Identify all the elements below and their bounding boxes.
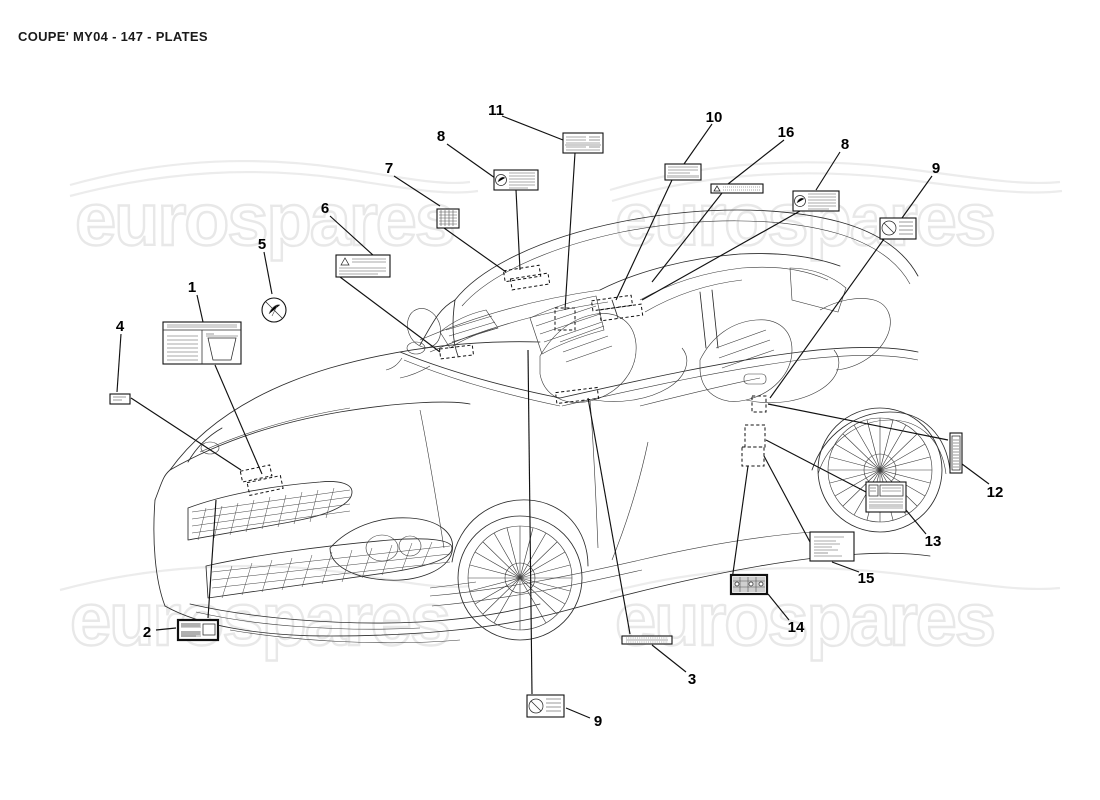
callout-number-14[interactable]: 14 (788, 619, 805, 636)
plate-3-strip (621, 635, 673, 645)
watermark-text-2: eurospares (614, 177, 997, 262)
callout-number-11[interactable]: 11 (488, 102, 504, 119)
plate-7-dense-lines (436, 208, 460, 229)
plate-12-vertical-strip (949, 432, 963, 474)
plate-9-no-symbol-right (879, 217, 917, 240)
plate-13-fuse-chart (865, 481, 907, 513)
callout-number-15[interactable]: 15 (858, 570, 875, 587)
callout-numbers: 1 2 3 4 5 6 7 8 8 9 9 10 11 12 13 14 15 … (116, 102, 1004, 730)
svg-text:eurospares: eurospares (615, 578, 994, 661)
plate-9-no-symbol-low (526, 694, 565, 718)
plate-graphics (109, 132, 963, 718)
plate-5-no-symbol (261, 297, 287, 323)
plate-15-text-block (809, 531, 855, 562)
callout-number-12[interactable]: 12 (987, 484, 1004, 501)
callout-number-10[interactable]: 10 (706, 109, 723, 126)
plate-6-warning-wide (335, 254, 391, 278)
plate-16-long-warning (710, 183, 764, 194)
grille-mesh-lower (211, 541, 451, 599)
watermark-text-3: eurospares (69, 577, 452, 662)
watermark-group: eurospares eurospares eurospares eurospa… (59, 159, 1063, 662)
placement-markers (239, 264, 767, 496)
svg-text:eurospares: eurospares (615, 178, 994, 261)
svg-text:eurospares: eurospares (75, 178, 454, 261)
plate-11-service-data (562, 132, 604, 154)
callout-number-8-left[interactable]: 8 (437, 128, 445, 145)
plate-8-airbag-left (493, 169, 539, 191)
callout-number-7[interactable]: 7 (385, 160, 393, 177)
callout-number-16[interactable]: 16 (778, 124, 795, 141)
car-interior (406, 289, 891, 407)
callout-number-1[interactable]: 1 (188, 279, 196, 296)
plate-2-vin-data (176, 618, 220, 642)
callout-number-8-right[interactable]: 8 (841, 136, 849, 153)
plate-14-fuse-box (729, 573, 769, 596)
callout-number-2[interactable]: 2 (143, 624, 151, 641)
callout-number-9-right[interactable]: 9 (932, 160, 940, 177)
callout-number-9-low[interactable]: 9 (594, 713, 602, 730)
grille-mesh-upper (191, 487, 351, 541)
watermark-text-4: eurospares (614, 577, 997, 662)
plate-1-homologation (162, 321, 242, 365)
callout-number-5[interactable]: 5 (258, 236, 266, 253)
callout-number-4[interactable]: 4 (116, 318, 125, 335)
page-title: COUPE' MY04 - 147 - PLATES (18, 29, 208, 44)
plate-8-airbag-right (792, 190, 840, 212)
front-wheel-spokes (468, 526, 572, 630)
watermark-text-1: eurospares (74, 177, 457, 262)
plate-4-small-tag (109, 393, 131, 405)
leader-lines (116, 115, 990, 719)
plate-10-data (664, 163, 702, 181)
callout-number-6[interactable]: 6 (321, 200, 329, 217)
callout-number-3[interactable]: 3 (688, 671, 696, 688)
callout-number-13[interactable]: 13 (925, 533, 942, 550)
svg-text:eurospares: eurospares (70, 578, 449, 661)
